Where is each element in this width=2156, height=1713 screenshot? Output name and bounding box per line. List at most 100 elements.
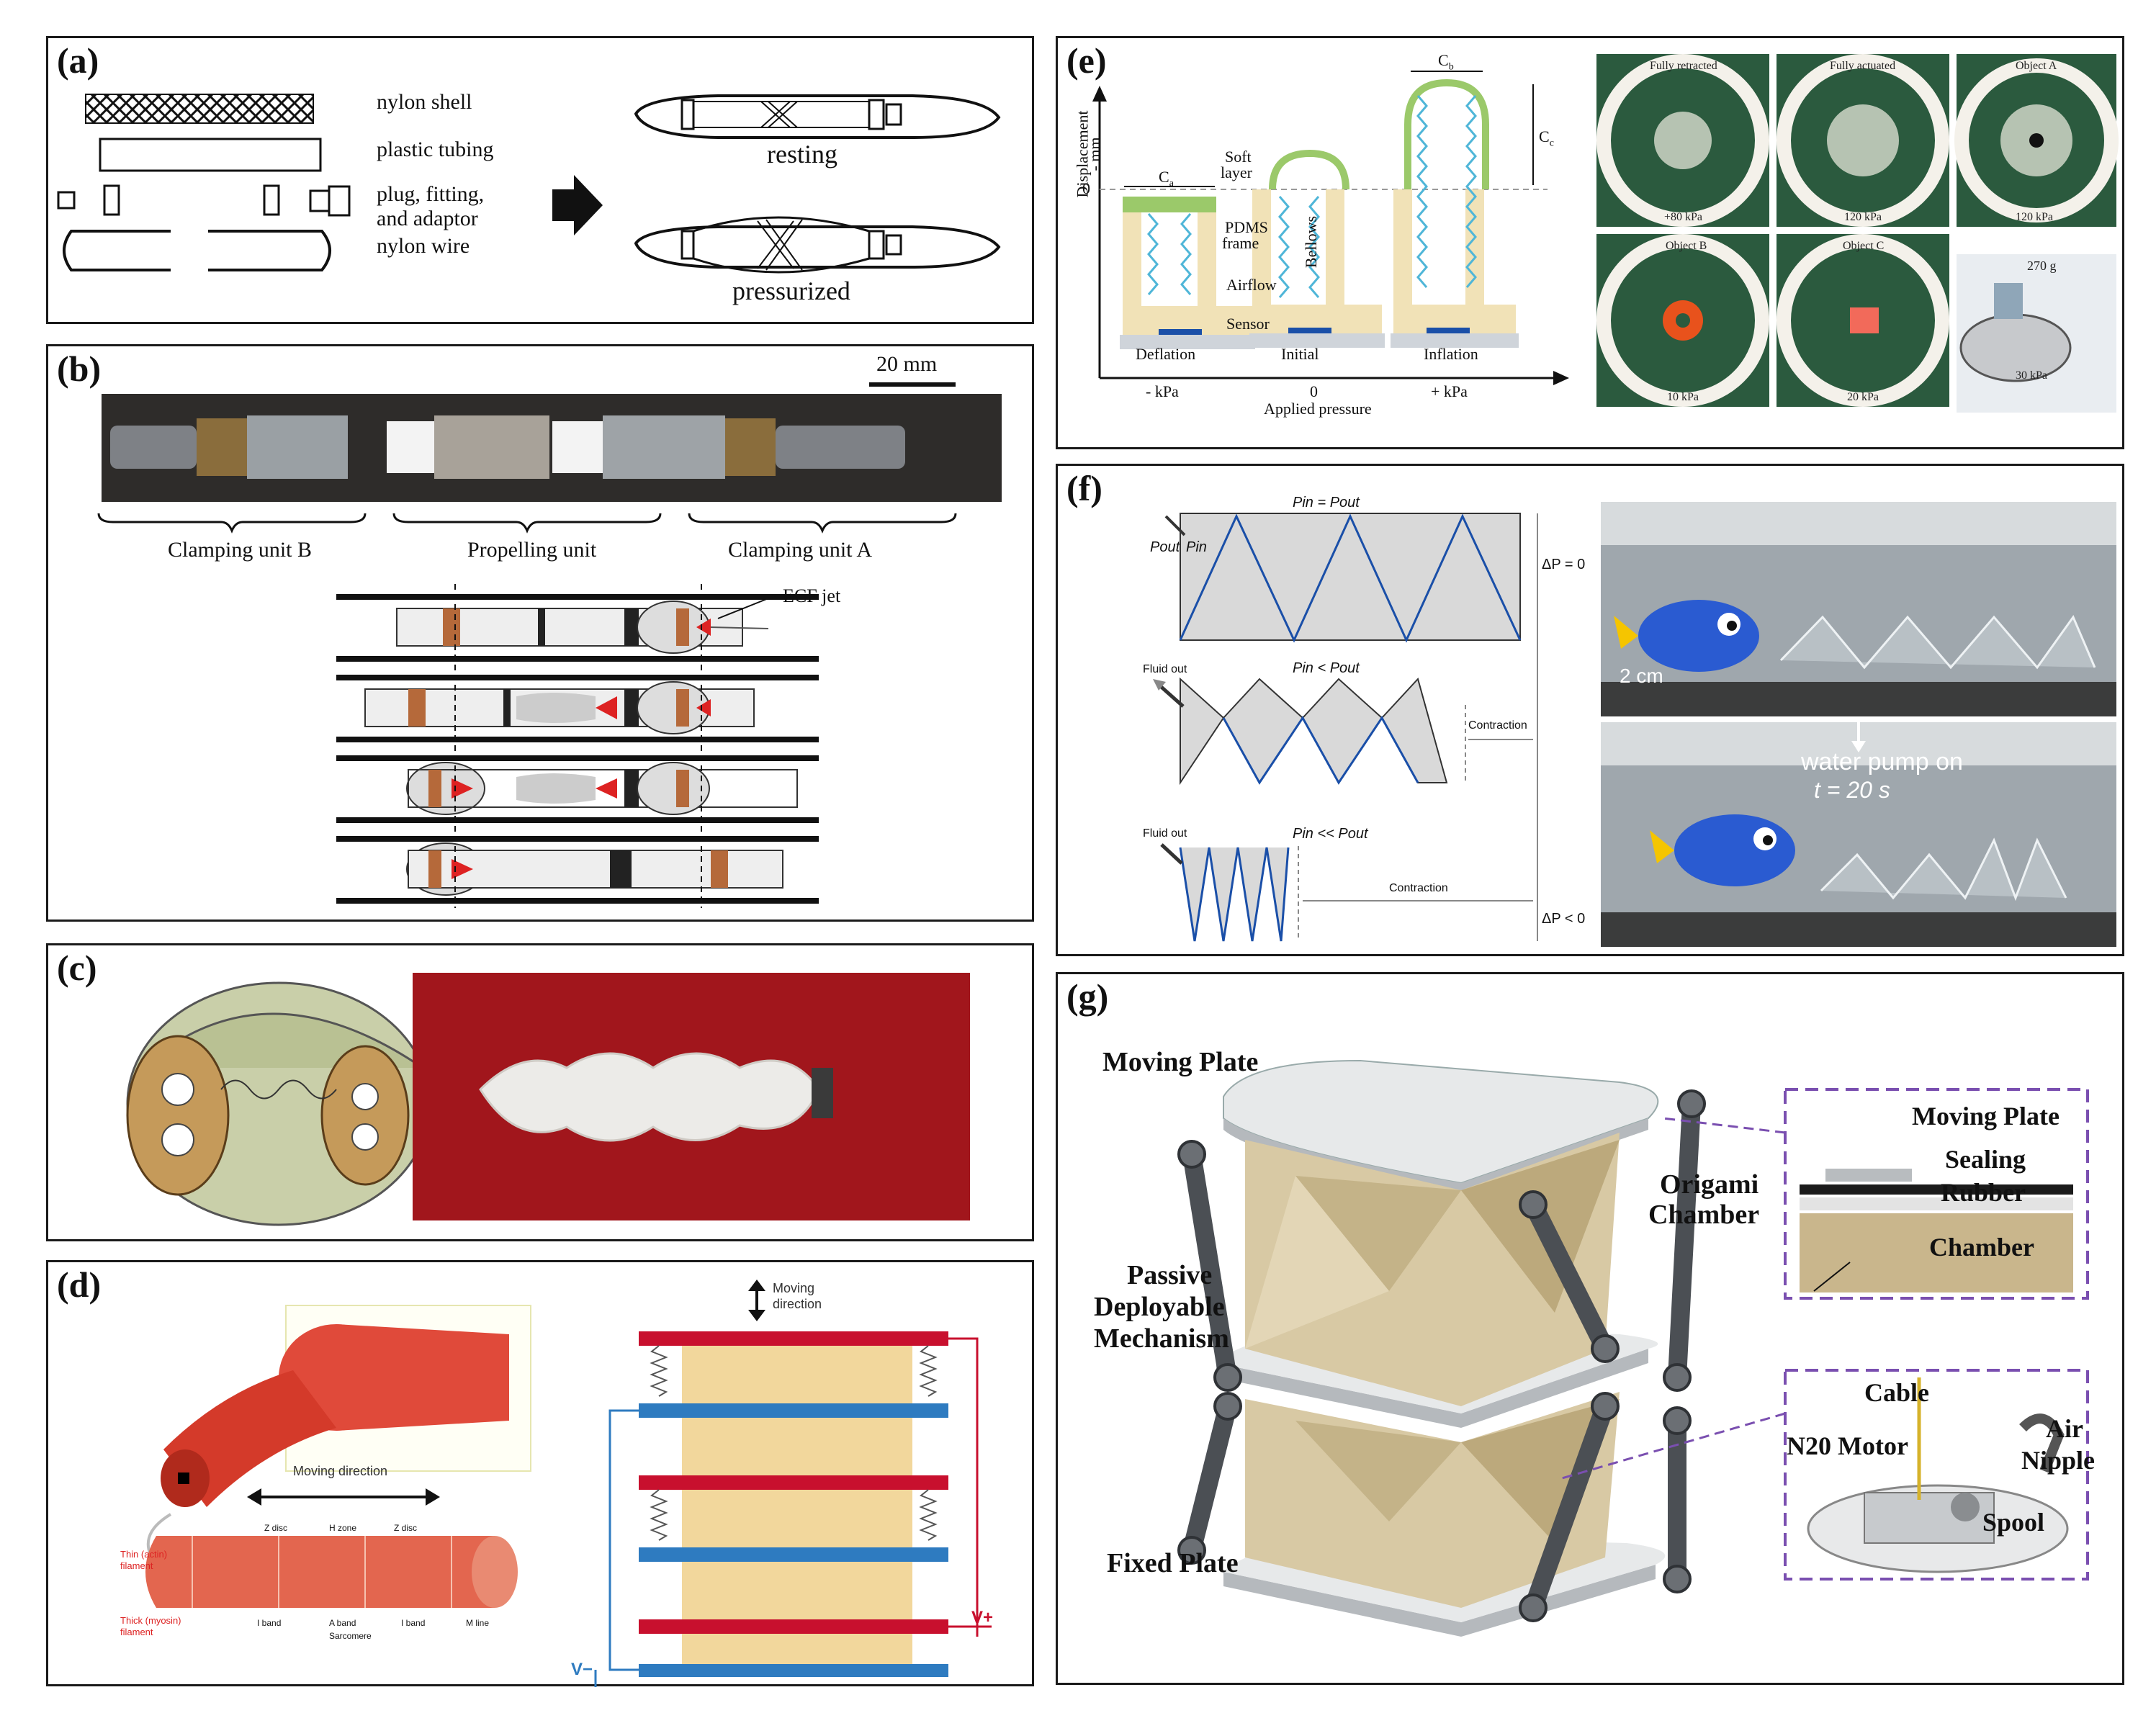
arrow-icon [247,1488,261,1506]
photo-title: Fully actuated [1830,60,1896,72]
arrow-icon [1153,679,1166,691]
unit-propelling: Propelling unit [467,538,597,562]
gait-sequence [336,584,819,908]
equation-1: Pin = Pout [1293,495,1360,511]
moving-plate-label: Moving Plate [1102,1047,1259,1077]
ecf-jet-label: ECF jet [783,585,841,606]
arrow-icon [596,778,617,799]
photo-title: 270 g [2027,258,2057,273]
state-deflation: Deflation [1136,345,1196,363]
part-label: layer [1221,163,1252,181]
moving-direction-label-2b: direction [773,1297,822,1311]
bellows-actuator-diagram [1092,54,2119,413]
arrow-icon [552,175,603,235]
panel-f: (f) [1056,464,2124,956]
fish-figurine [1638,600,1759,672]
arrow-icon [452,778,473,799]
origami-chamber [1245,1133,1620,1608]
voltage-positive: V+ [971,1608,994,1627]
inset-chamber-label: Chamber [1929,1233,2034,1262]
arrow-icon [748,1280,765,1291]
moving-direction-label: Moving direction [293,1464,388,1478]
panel-b: (b) 20 mm [46,344,1034,922]
dim-ca: Ca [1159,168,1174,189]
delta-p-zero: ΔP = 0 [1542,557,1586,572]
arrow-icon [1553,371,1569,385]
photo-pressure: 10 kPa [1667,391,1699,403]
panel-label: (e) [1066,40,1107,81]
plastic-tubing-swatch [99,138,322,172]
state-resting: resting [767,140,837,168]
scale-bar [869,382,956,387]
equation-2: Pin < Pout [1293,660,1360,676]
contraction-label: Contraction [1468,719,1527,732]
panel-a: (a) [46,36,1034,324]
inset-spool-label: Spool [1982,1508,2045,1537]
panel-label: (d) [57,1264,102,1305]
y-axis-zero: 0 [1082,179,1090,197]
band-label: I band [257,1618,282,1628]
fixed-plate [1223,1565,1656,1637]
arrow-icon [1092,86,1107,102]
passive-label: Passive [1127,1260,1213,1290]
part-label: Soft [1225,148,1252,166]
panel-label: (c) [57,948,97,988]
part-label: Sensor [1226,315,1270,333]
capsule-robot-diagram [97,382,1002,908]
inset-sealing-label: Sealing [1945,1145,2026,1174]
myofibril-cylinder [145,1536,506,1608]
pin-label: Pin [1186,539,1207,555]
origami-chamber-diagram [1177,1059,2089,1637]
pump-label: water pump on [1801,748,1963,775]
x-axis-label: Applied pressure [1264,400,1372,418]
pressure-neg: - kPa [1146,382,1179,400]
gripper-photos [1596,54,2119,413]
fluid-out-label: Fluid out [1143,663,1187,675]
delta-p-lt: ΔP < 0 [1542,911,1586,927]
mechanism-label: Mechanism [1094,1323,1229,1354]
inset-nipple-label: Nipple [2021,1446,2096,1475]
aquarium-photos [1601,502,2116,947]
equation-3: Pin << Pout [1293,826,1368,842]
band-label: Sarcomere [329,1631,372,1641]
dim-cc: Cc [1539,127,1554,149]
part-label: Bellows [1302,215,1321,269]
state-pressurized: pressurized [732,276,850,305]
origami-label: Origami [1660,1169,1759,1200]
panel-label: (f) [1066,468,1102,508]
contraction-label: Contraction [1389,882,1448,894]
deployable-label: Deployable [1094,1292,1225,1322]
origami-pump-diagram [1153,502,2116,947]
photo-pressure: 20 kPa [1847,391,1879,403]
electrode-stack [594,1280,992,1687]
arrow-icon [452,859,473,879]
inset-moving-plate-label: Moving Plate [1912,1102,2060,1130]
band-label: Z disc [264,1523,288,1533]
inset-cable-label: Cable [1864,1378,1929,1407]
panel-d: (d) [46,1260,1034,1687]
photo-title: Object B [1666,240,1707,252]
arrow-icon [1851,741,1866,752]
y-axis-label-2: - mm [1085,137,1104,171]
thin-filament-label: Thin (actin) [120,1549,168,1560]
band-label: M line [466,1618,490,1628]
panel-g: (g) [1056,972,2124,1685]
scale-bar-label: 20 mm [876,352,938,376]
arrow-icon [748,1310,765,1321]
muscle-fiber-bundle [336,1324,509,1431]
band-label: Z disc [394,1523,418,1533]
voltage-negative: V− [571,1660,593,1679]
photo-pressure: +80 kPa [1664,211,1703,223]
photo-title: Fully retracted [1650,60,1717,72]
thin-filament-label-2: filament [120,1560,153,1571]
inset-motor-label: N20 Motor [1787,1431,1908,1460]
inset-air-label: Air [2046,1414,2083,1443]
moving-direction-label-2a: Moving [773,1281,815,1295]
band-label: I band [401,1618,426,1628]
chamber-label: Chamber [1648,1200,1760,1230]
photo-title: Object C [1843,240,1885,252]
artificial-muscle-diagram [145,1280,992,1687]
legend-plug: plug, fitting, [377,182,485,206]
part-label: PDMS [1225,218,1268,236]
resting-actuator [634,94,1001,139]
